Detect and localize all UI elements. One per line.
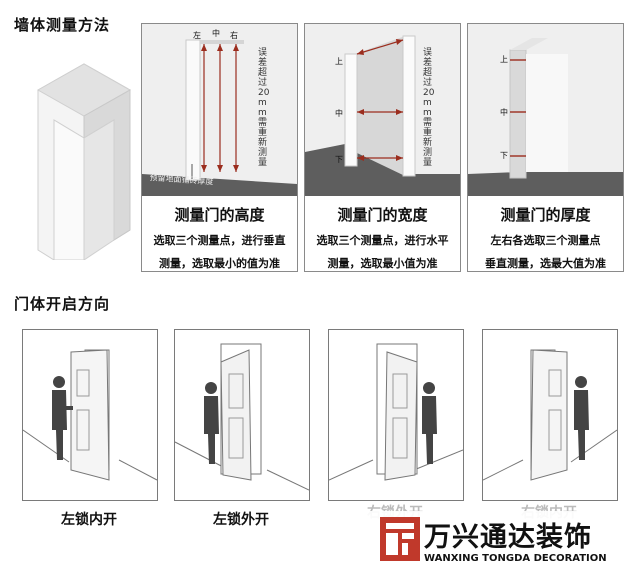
door-caption: 左锁外开 <box>213 512 269 528</box>
panel-desc-line1: 选取三个测量点，进行垂直 <box>153 234 286 247</box>
door-diagram-right-outward <box>328 329 464 501</box>
height-measurement-diagram <box>142 24 297 196</box>
label-bottom: 下 <box>500 151 508 160</box>
panel-desc-line1: 左右各选取三个测量点 <box>490 234 601 247</box>
thickness-measurement-diagram <box>468 24 623 196</box>
panel-measure-thickness: 上 中 下 测量门的厚度 左右各选取三个测量点 垂直测量，选最大值为准 <box>467 23 624 272</box>
section-title-wall-measurement: 墙体测量方法 <box>14 16 111 34</box>
label-right: 右 <box>230 31 238 40</box>
label-middle: 中 <box>212 29 220 38</box>
label-left: 左 <box>193 31 201 40</box>
tolerance-note: 误差超过20mm需重新测量 <box>258 48 270 168</box>
panel-heading: 测量门的厚度 <box>500 206 591 224</box>
panel-measure-height: 左 中 右 误差超过20mm需重新测量 预留地面铺砖厚度 测量门的高度 选取三个… <box>141 23 298 272</box>
logo-mark-icon <box>380 517 420 561</box>
door-diagram-left-outward <box>174 329 310 501</box>
panel-heading: 测量门的高度 <box>174 206 265 224</box>
panel-heading: 测量门的宽度 <box>337 206 428 224</box>
label-middle: 中 <box>500 108 508 117</box>
width-measurement-diagram <box>305 24 460 196</box>
label-top: 上 <box>335 57 343 66</box>
door-diagram-left-inward <box>22 329 158 501</box>
wall-3d-model <box>36 63 132 260</box>
label-top: 上 <box>500 55 508 64</box>
tolerance-note: 误差超过20mm需重新测量 <box>423 48 435 168</box>
panel-measure-width: 上 中 下 误差超过20mm需重新测量 测量门的宽度 选取三个测量点，进行水平 … <box>304 23 461 272</box>
door-left-inward-illustration <box>23 349 157 481</box>
logo-en-name: WANXING TONGDA DECORATION <box>424 553 607 564</box>
company-logo: 万兴通达装饰 WANXING TONGDA DECORATION <box>360 511 640 571</box>
door-diagram-right-inward <box>482 329 618 501</box>
door-left-outward-illustration <box>175 343 309 491</box>
panel-desc-line2: 测量，选取最小值为准 <box>327 257 438 270</box>
door-right-outward-illustration <box>329 343 463 481</box>
door-caption: 左锁内开 <box>61 512 117 528</box>
section-title-door-opening: 门体开启方向 <box>14 295 111 313</box>
panel-desc-line1: 选取三个测量点，进行水平 <box>316 234 449 247</box>
panel-desc-line2: 垂直测量，选最大值为准 <box>485 257 606 270</box>
logo-cn-name: 万兴通达装饰 <box>424 522 592 553</box>
label-bottom: 下 <box>335 155 343 164</box>
panel-desc-line2: 测量，选取最小的值为准 <box>159 257 280 270</box>
door-right-inward-illustration <box>483 349 617 481</box>
label-middle: 中 <box>335 109 343 118</box>
